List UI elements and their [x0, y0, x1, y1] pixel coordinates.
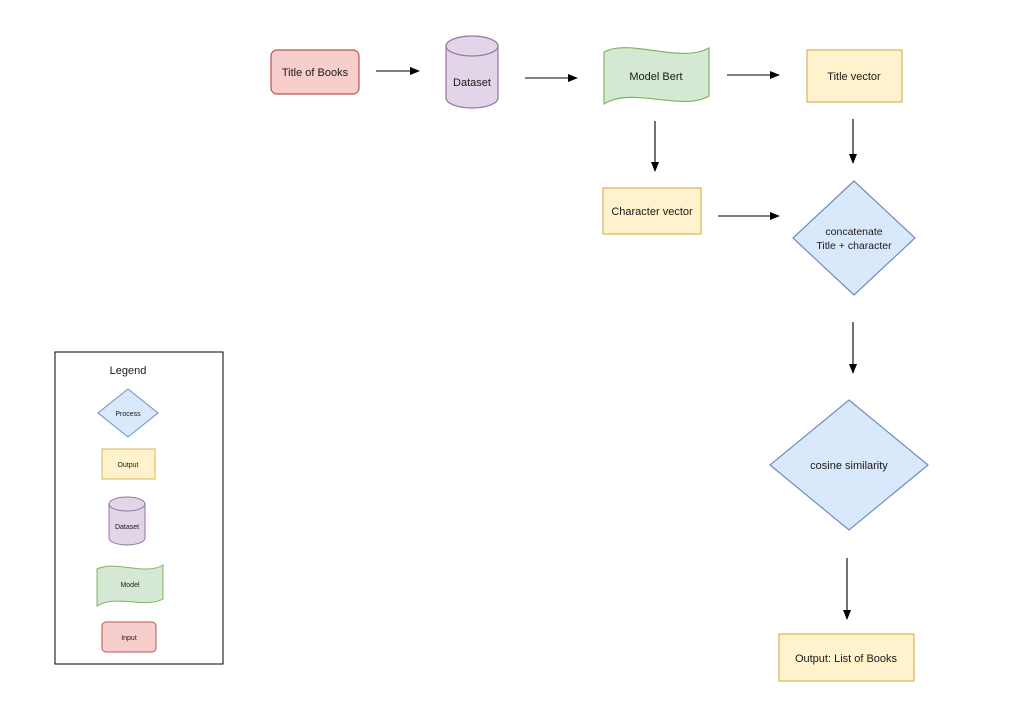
node-model-bert[interactable]: Model Bert — [603, 46, 710, 106]
node-label: Model Bert — [629, 71, 682, 83]
legend-dataset-swatch — [108, 504, 146, 546]
legend-item-dataset: Dataset — [108, 496, 146, 546]
legend-label: Dataset — [115, 524, 139, 531]
output-shape — [602, 187, 702, 235]
node-title-vector[interactable]: Title vector — [806, 49, 903, 103]
node-label: Title of Books — [282, 67, 349, 79]
output-shape — [778, 633, 915, 682]
input-shape — [270, 49, 360, 95]
legend-item-process: Process — [97, 388, 159, 438]
node-label: Output: List of Books — [795, 653, 898, 665]
node-label: Character vector — [611, 206, 693, 218]
legend-label: Input — [121, 635, 137, 642]
legend-label: Model — [120, 582, 140, 589]
legend: Legend Process Output Dataset Model Inpu… — [54, 351, 224, 665]
edges — [376, 67, 857, 620]
node-label: Title vector — [827, 71, 881, 83]
legend-item-output: Output — [101, 448, 156, 480]
legend-label: Output — [117, 462, 138, 469]
process-diamond-shape — [769, 399, 929, 531]
node-character-vector[interactable]: Character vector — [602, 187, 702, 235]
process-diamond-shape — [792, 180, 916, 296]
node-cosine-similarity[interactable]: cosine similarity — [769, 399, 929, 531]
model-wave-shape — [603, 46, 710, 106]
legend-item-model: Model — [96, 564, 164, 607]
legend-model-swatch — [96, 564, 164, 607]
node-label: Dataset — [453, 77, 491, 89]
legend-input-swatch — [101, 621, 157, 653]
dataset-cylinder-shape — [445, 46, 499, 109]
node-dataset[interactable]: Dataset — [445, 35, 499, 109]
output-shape — [806, 49, 903, 103]
legend-title: Legend — [110, 365, 147, 377]
node-label-line1: concatenate — [825, 226, 882, 238]
node-label-line2: Title + character — [816, 240, 892, 252]
node-label: cosine similarity — [810, 460, 888, 472]
node-output-list-of-books[interactable]: Output: List of Books — [778, 633, 915, 682]
legend-item-input: Input — [101, 621, 157, 653]
legend-dataset-swatch-top — [108, 496, 146, 512]
legend-label: Process — [115, 411, 141, 418]
legend-process-swatch — [97, 388, 159, 438]
dataset-cylinder-top — [445, 35, 499, 57]
node-concatenate[interactable]: concatenate Title + character — [792, 180, 916, 296]
legend-output-swatch — [101, 448, 156, 480]
node-title-of-books[interactable]: Title of Books — [270, 49, 360, 95]
